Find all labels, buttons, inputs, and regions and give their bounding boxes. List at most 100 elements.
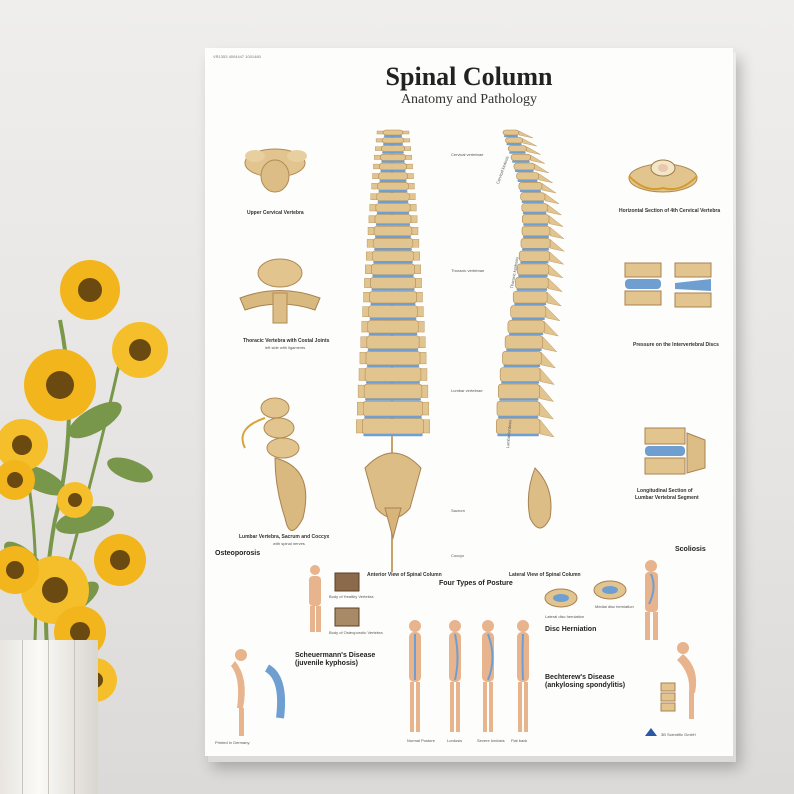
posture-leg <box>410 682 414 732</box>
lateral-spine-illustration <box>496 129 565 529</box>
process <box>404 146 412 151</box>
vertebra <box>363 383 423 399</box>
process <box>406 163 413 170</box>
longitudinal-section-illustration <box>644 427 706 475</box>
vertebra <box>378 172 408 181</box>
spinous-process <box>549 238 565 252</box>
spinous-process <box>539 401 554 420</box>
process <box>373 163 380 170</box>
label-coccyx: Coccyx <box>451 553 465 558</box>
caption-horizontal: Horizontal Section of 4th Cervical Verte… <box>619 208 721 214</box>
disc <box>517 179 538 182</box>
caption-normal: Normal Posture <box>407 738 435 743</box>
spinous-process <box>544 193 560 204</box>
process <box>359 352 367 365</box>
process <box>365 251 373 261</box>
caption-osteoporotic: Body of Osteoporotic Vertebra <box>329 630 383 635</box>
spinous-process <box>539 419 555 438</box>
disc <box>380 169 406 173</box>
disc <box>522 235 549 238</box>
caption-longitudinal-2: Lumbar Vertebral Segment <box>635 495 699 501</box>
disc <box>364 416 422 419</box>
caption-medial-hernia: Medial disc herniation <box>595 604 634 609</box>
vertebra <box>516 263 550 276</box>
bechterew-illustration <box>660 642 697 719</box>
posture-spine <box>521 633 524 681</box>
process <box>356 419 363 434</box>
caption-flat: Flat back <box>511 738 528 743</box>
process <box>403 138 411 143</box>
caption-upper-cervical: Upper Cervical Vertebra <box>247 210 304 216</box>
process <box>412 239 420 248</box>
spinous-process <box>541 182 557 194</box>
process <box>419 352 427 365</box>
process <box>363 292 370 303</box>
vertebra <box>371 250 415 262</box>
poster-title: Spinal Column <box>385 62 553 91</box>
process <box>420 368 428 381</box>
process <box>374 146 382 151</box>
spinous-process <box>530 154 545 164</box>
process <box>369 204 377 212</box>
process <box>370 193 377 200</box>
spinous-process <box>545 306 561 322</box>
vertebra <box>505 137 523 144</box>
spinous-process <box>539 367 555 385</box>
flower-heads <box>0 260 168 702</box>
caption-pressure: Pressure on the Intervertebral Discs <box>633 342 719 348</box>
posture-head <box>517 620 529 632</box>
disc <box>376 212 410 215</box>
caption-lumbar: Lumbar Vertebra, Sacrum and Coccyx <box>239 534 330 540</box>
process <box>362 306 369 318</box>
caption-lordosis: Lordosis <box>447 738 463 743</box>
heading-scheuermann-2: (juvenile kyphosis) <box>295 660 359 667</box>
vertebra <box>377 182 409 191</box>
vertebra <box>373 225 413 237</box>
posture-leg <box>524 682 528 732</box>
vertebra <box>521 214 550 224</box>
process <box>357 384 365 398</box>
spinous-process <box>534 163 549 174</box>
poster-subtitle: Anatomy and Pathology <box>400 92 538 107</box>
lumbar-illustration <box>241 397 307 531</box>
vertebra <box>368 305 418 319</box>
disc <box>497 434 539 437</box>
process <box>414 264 421 274</box>
spinous-process <box>549 251 565 265</box>
heading-bechterew: Bechterew's Disease <box>545 674 615 681</box>
vertebra <box>507 145 527 152</box>
disc <box>520 261 549 264</box>
disc <box>506 143 522 146</box>
process <box>372 173 379 179</box>
vertebra <box>504 335 544 350</box>
pressure-discs-illustration <box>624 262 712 308</box>
caption-severe: Severe lordosis <box>477 738 505 743</box>
process <box>361 321 368 333</box>
spinous-process <box>548 264 564 279</box>
disc <box>374 248 412 251</box>
posture-spine <box>487 633 494 681</box>
caption-thoracic-sub: left side with ligaments <box>265 345 306 350</box>
vase-plank-line <box>22 640 23 794</box>
horizontal-section-illustration <box>628 159 698 193</box>
disc <box>379 179 407 182</box>
disc <box>509 151 526 154</box>
process <box>358 368 366 381</box>
disc <box>377 200 409 203</box>
vertebra <box>520 238 551 249</box>
vertebra <box>518 250 550 262</box>
process <box>423 419 430 434</box>
disc <box>503 135 518 138</box>
caption-longitudinal: Longitudinal Section of <box>637 488 693 494</box>
disc <box>508 333 544 336</box>
disc <box>516 288 548 291</box>
disc <box>501 381 540 384</box>
label-sacrum: Sacrum <box>451 508 465 513</box>
posture-head <box>482 620 494 632</box>
spinous-process <box>522 138 537 147</box>
label-lumbar-vertebrae: Lumbar vertebrae <box>451 388 483 393</box>
disc <box>521 248 550 251</box>
disc <box>381 160 405 163</box>
disc <box>365 398 421 401</box>
disc <box>371 288 415 291</box>
